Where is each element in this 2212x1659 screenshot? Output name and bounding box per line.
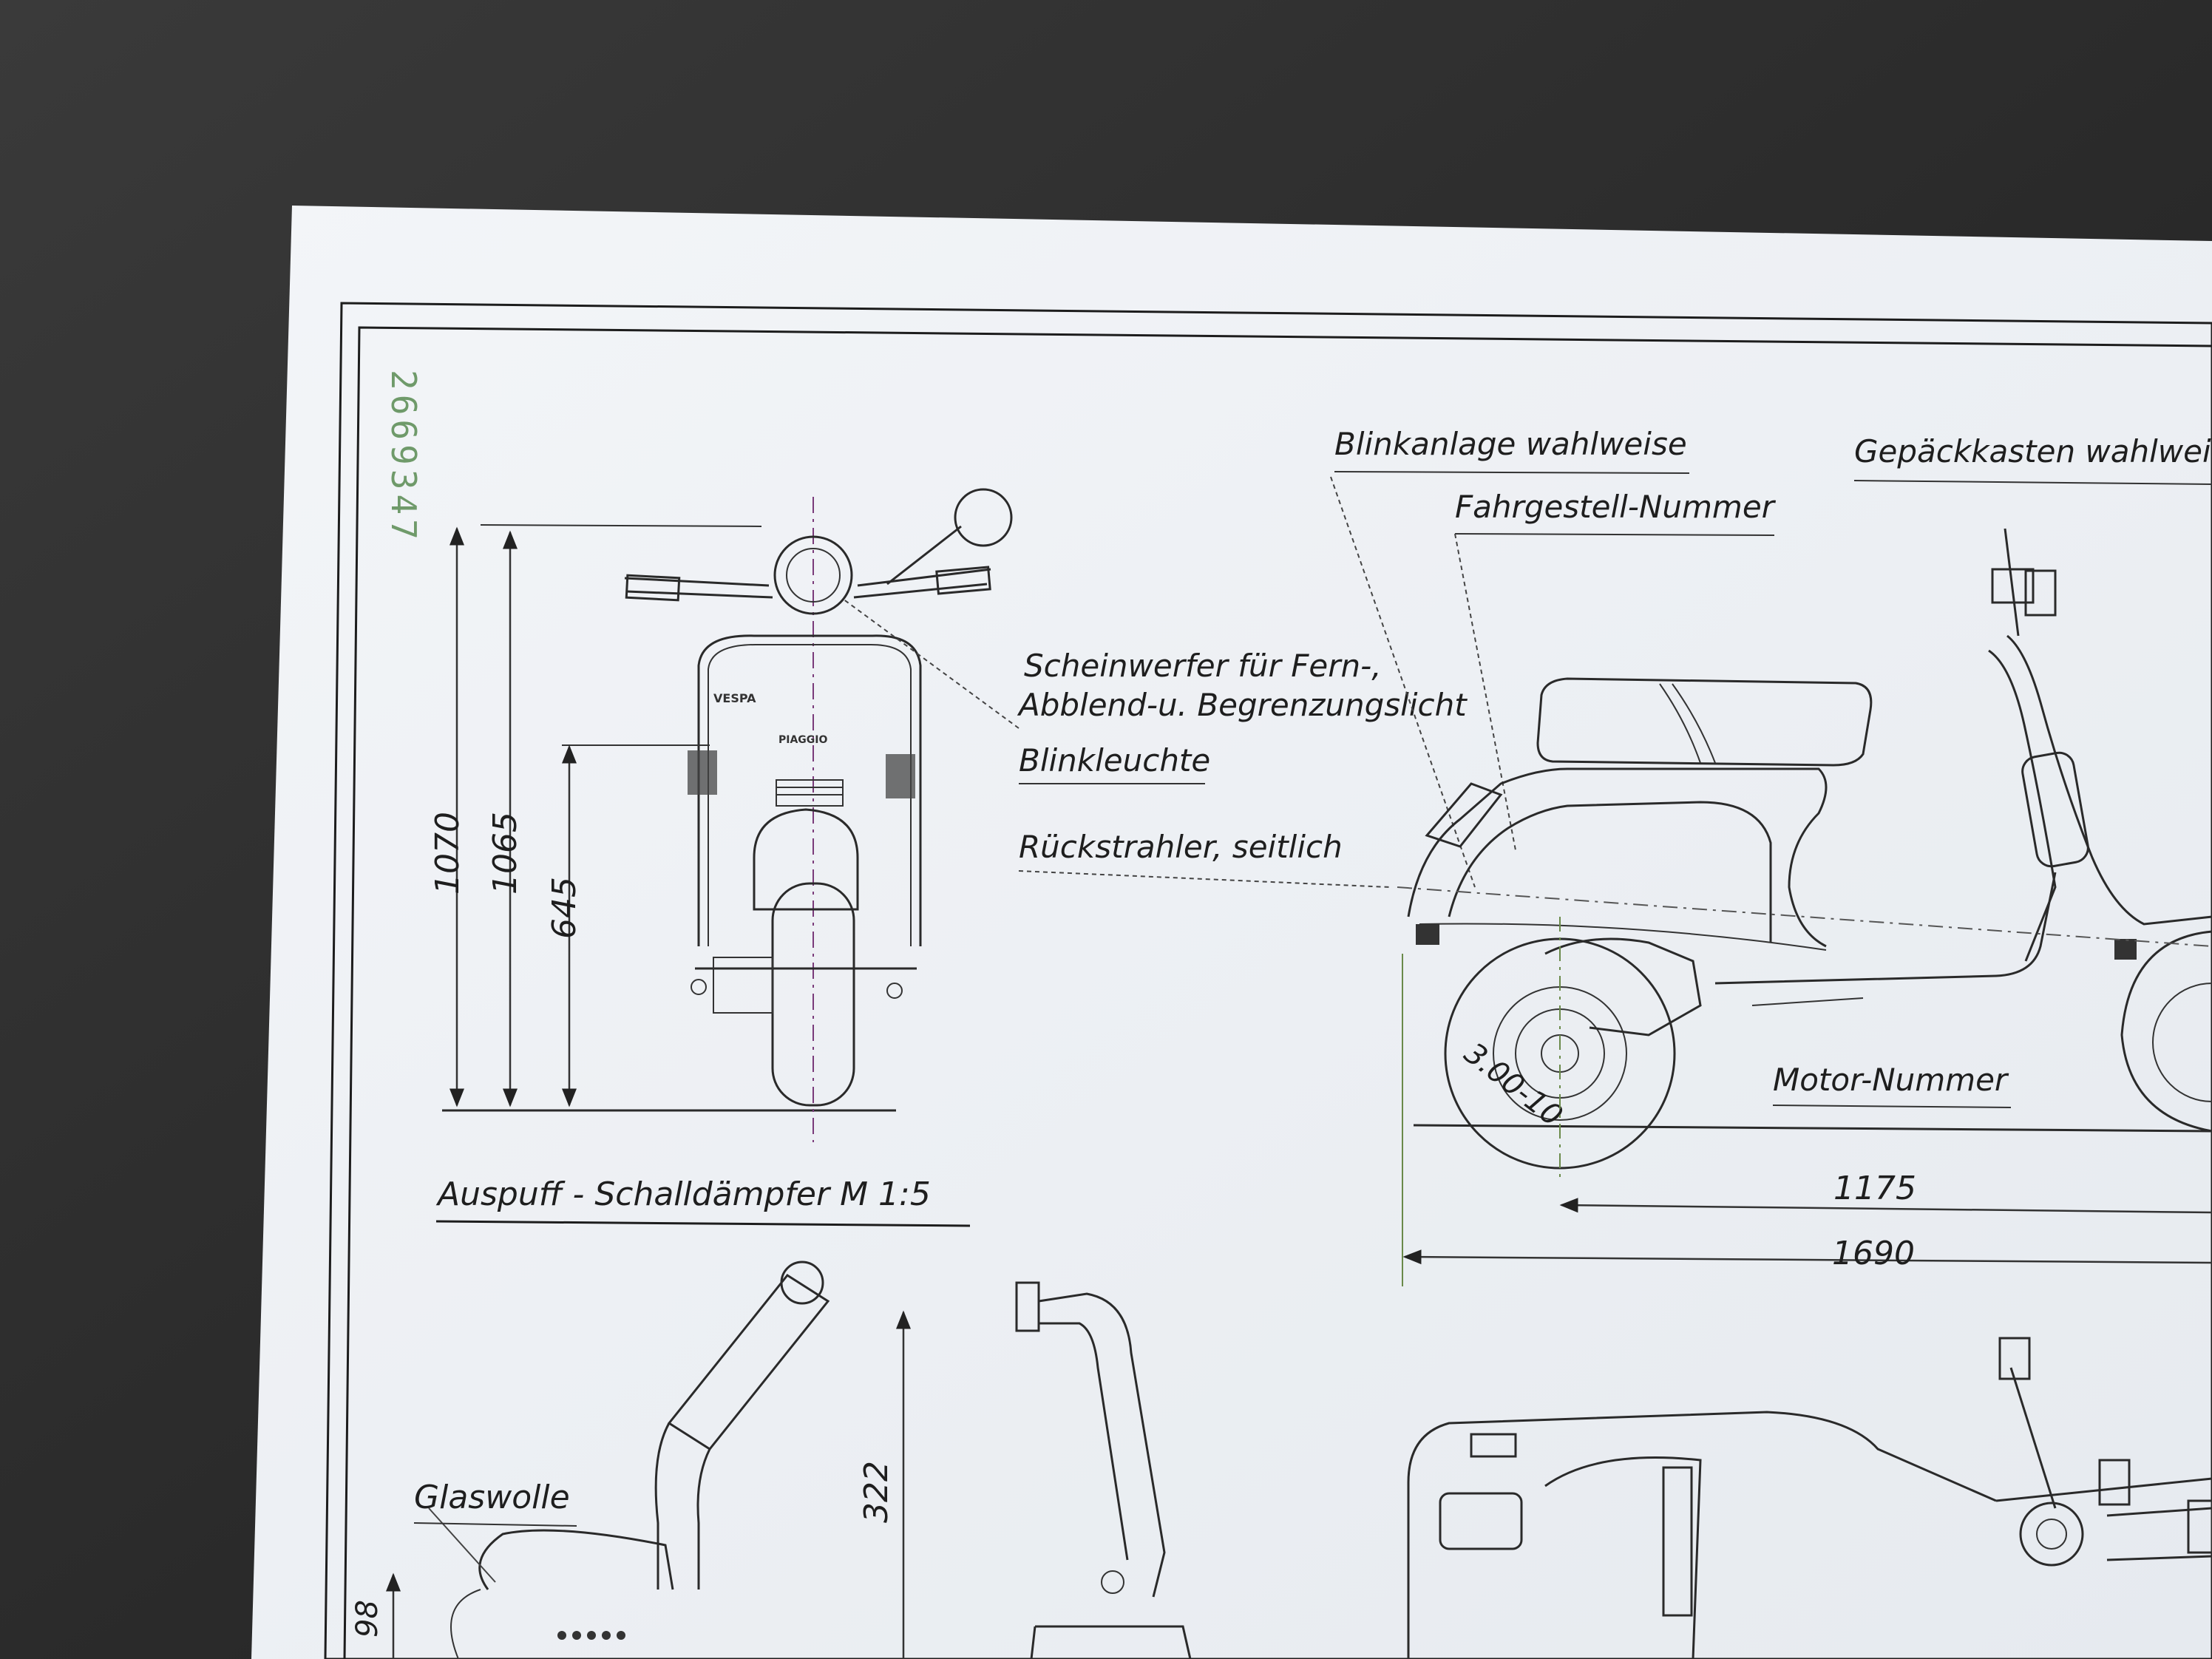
dim-exhaust-322: 322 bbox=[858, 1461, 895, 1523]
badge-vespa: VESPA bbox=[713, 691, 756, 705]
exhaust-dimensions: 322 98 bbox=[350, 1310, 911, 1659]
dim-height-1065: 1065 bbox=[486, 812, 524, 895]
paper-sheet bbox=[251, 206, 2212, 1659]
engine-number-label: Motor-Nummer bbox=[1773, 1062, 2009, 1098]
exhaust-title: Auspuff - Schalldämpfer M 1:5 bbox=[435, 1175, 931, 1213]
front-dimensions: 1070 1065 645 bbox=[429, 524, 762, 1107]
side-dimensions: 1175 1690 bbox=[1402, 1170, 2212, 1272]
dim-height-1070: 1070 bbox=[429, 812, 467, 895]
headlight-label-line2: Abblend-u. Begrenzungslicht bbox=[1017, 687, 1468, 723]
chassis-number-label: Fahrgestell-Nummer bbox=[1455, 489, 1777, 525]
headlight-label-line1: Scheinwerfer für Fern-, bbox=[1024, 648, 1382, 684]
luggage-box-label: Gepäckkasten wahlweise bbox=[1854, 433, 2212, 469]
glass-wool-label: Glaswolle bbox=[414, 1479, 570, 1516]
dim-exhaust-98: 98 bbox=[350, 1600, 384, 1638]
dim-wheelbase: 1175 bbox=[1833, 1170, 1916, 1207]
dim-height-645: 645 bbox=[546, 877, 583, 939]
reflector-label: Rückstrahler, seitlich bbox=[1019, 829, 1343, 865]
front-view-drawing: VESPA PIAGGIO bbox=[442, 488, 1013, 1142]
blinker-system-label: Blinkanlage wahlweise bbox=[1334, 426, 1687, 462]
stamp-number: 2669347 bbox=[384, 370, 424, 544]
frame-inner bbox=[343, 326, 2212, 1659]
exhaust-drawing bbox=[428, 1261, 1192, 1659]
indicator-label: Blinkleuchte bbox=[1019, 742, 1210, 778]
frame-outer bbox=[324, 302, 2212, 1659]
top-view-drawing bbox=[1407, 1337, 2212, 1659]
callout-headlight: Scheinwerfer für Fern-, Abblend-u. Begre… bbox=[842, 598, 1468, 729]
dim-overall-length: 1690 bbox=[1832, 1235, 1915, 1272]
badge-piaggio: PIAGGIO bbox=[778, 734, 827, 746]
